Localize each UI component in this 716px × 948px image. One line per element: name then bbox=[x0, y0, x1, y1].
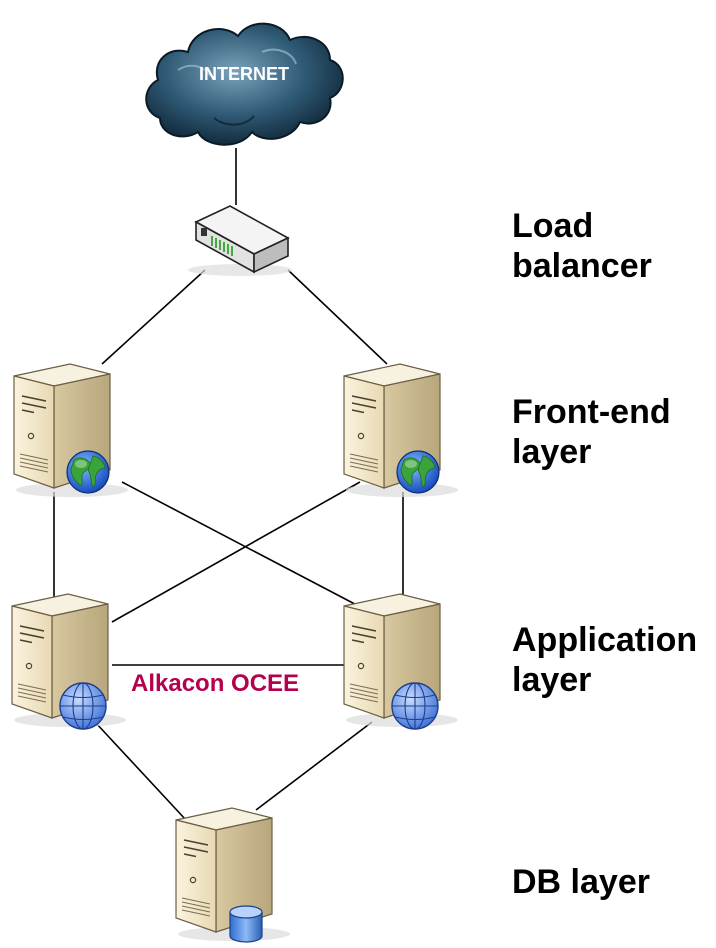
layer-label-line: Front-end bbox=[512, 393, 671, 431]
layer-label-application: Application layer bbox=[512, 620, 712, 700]
edge-fe2-app1 bbox=[111, 481, 361, 623]
globe-color-icon bbox=[396, 450, 440, 494]
layer-label-line: layer bbox=[512, 661, 592, 699]
internet-cloud: INTERNET bbox=[145, 22, 344, 146]
db-server bbox=[175, 807, 291, 943]
globe-wire-icon bbox=[59, 682, 107, 730]
layer-label-front-end: Front-end layer bbox=[512, 392, 712, 472]
layer-label-db: DB layer bbox=[512, 862, 712, 902]
switch-icon bbox=[188, 205, 292, 276]
globe-wire-icon bbox=[391, 682, 439, 730]
frontend-server-2 bbox=[343, 363, 459, 498]
globe-color-icon bbox=[66, 450, 110, 494]
edge-loadbalancer-fe1 bbox=[101, 269, 206, 365]
layer-label-line: Application bbox=[512, 621, 698, 659]
edge-app2-db bbox=[255, 721, 373, 811]
cloud-icon bbox=[145, 22, 344, 146]
application-server-1 bbox=[11, 593, 127, 730]
edge-app1-db bbox=[94, 721, 187, 821]
application-server-2 bbox=[343, 593, 459, 730]
cluster-label: Alkacon OCEE bbox=[131, 670, 300, 697]
layer-label-load-balancer: Load balancer bbox=[512, 206, 712, 286]
internet-label: INTERNET bbox=[199, 64, 289, 84]
load-balancer-switch bbox=[188, 205, 292, 276]
layer-label-line: Load bbox=[512, 207, 594, 245]
frontend-server-1 bbox=[13, 363, 129, 498]
database-icon bbox=[229, 905, 263, 943]
layer-label-line: layer bbox=[512, 433, 592, 471]
edge-loadbalancer-fe2 bbox=[287, 269, 388, 365]
layer-label-line: DB layer bbox=[512, 863, 650, 901]
layer-label-line: balancer bbox=[512, 247, 652, 285]
connections bbox=[53, 148, 404, 821]
